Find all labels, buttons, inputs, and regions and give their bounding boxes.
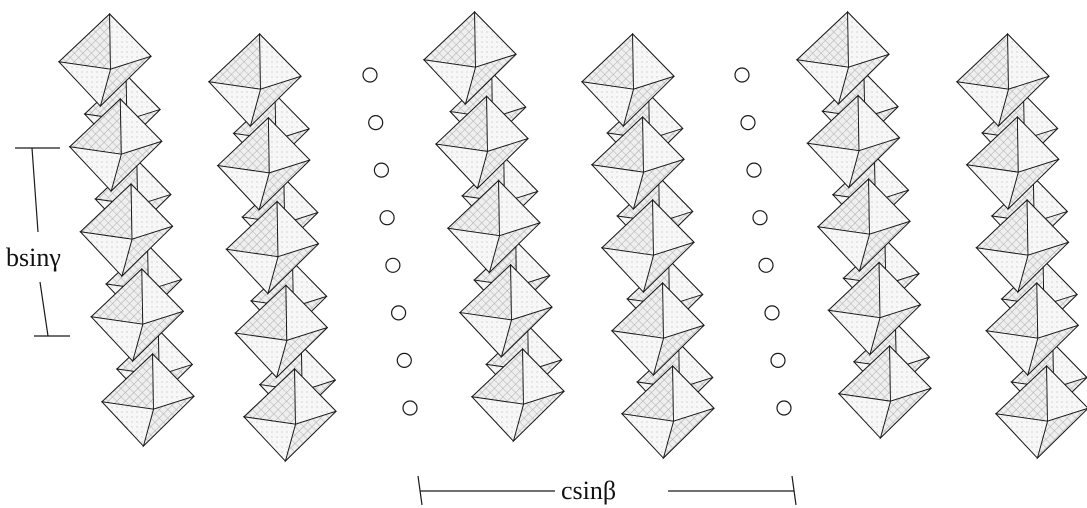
interlayer-atom bbox=[373, 162, 389, 178]
interlayer-atom bbox=[752, 210, 768, 226]
interlayer-atom bbox=[740, 114, 756, 131]
octahedral-chain bbox=[580, 32, 715, 460]
interlayer-atom bbox=[746, 162, 762, 178]
octahedron-face bbox=[581, 32, 634, 90]
c-dimension-marker bbox=[417, 475, 797, 506]
octahedron-face bbox=[422, 59, 477, 105]
octahedron bbox=[580, 32, 675, 128]
interlayer-atoms bbox=[362, 67, 792, 416]
octahedron bbox=[68, 97, 163, 193]
octahedron-face bbox=[242, 416, 297, 462]
octahedral-chains bbox=[57, 10, 1087, 463]
octahedron-face bbox=[423, 10, 476, 68]
b-dimension-line-lower bbox=[39, 281, 49, 337]
octahedral-chain bbox=[207, 32, 337, 463]
octahedron bbox=[806, 94, 901, 189]
interlayer-atom bbox=[379, 210, 395, 226]
interlayer-atom bbox=[734, 67, 750, 83]
octahedron bbox=[434, 95, 529, 190]
octahedron-face bbox=[580, 81, 635, 127]
octahedron-face bbox=[816, 226, 871, 272]
octahedron-face bbox=[458, 311, 513, 358]
interlayer-atom-column bbox=[734, 67, 792, 416]
octahedron bbox=[590, 115, 685, 211]
interlayer-atom bbox=[770, 352, 786, 368]
octahedron-face bbox=[975, 247, 1029, 293]
octahedron-face bbox=[994, 413, 1049, 459]
interlayer-atom bbox=[396, 352, 412, 368]
interlayer-atom bbox=[362, 67, 378, 83]
octahedron bbox=[100, 352, 195, 448]
octahedron-face bbox=[208, 32, 261, 90]
interlayer-atom-column bbox=[362, 67, 418, 416]
octahedron bbox=[422, 10, 517, 106]
octahedron bbox=[994, 364, 1087, 460]
b-dimension-line-upper bbox=[31, 147, 39, 233]
interlayer-atom bbox=[776, 400, 792, 416]
octahedron bbox=[446, 179, 541, 274]
octahedron-face bbox=[446, 227, 501, 274]
b-dimension-marker bbox=[15, 147, 70, 337]
octahedral-chain bbox=[955, 32, 1087, 460]
octahedron bbox=[975, 198, 1070, 294]
octahedral-chain bbox=[795, 10, 932, 440]
octahedron-face bbox=[965, 164, 1019, 210]
octahedron bbox=[234, 284, 329, 379]
octahedron-face bbox=[837, 393, 892, 439]
octahedron-face bbox=[620, 413, 675, 459]
octahedron bbox=[816, 177, 911, 273]
b-dimension-label: bsinγ bbox=[6, 243, 61, 272]
interlayer-atom bbox=[758, 257, 774, 273]
octahedron-face bbox=[806, 142, 860, 189]
octahedron bbox=[610, 281, 705, 377]
interlayer-atom bbox=[391, 305, 407, 321]
octahedron-face bbox=[58, 12, 111, 70]
octahedron-face bbox=[470, 396, 525, 442]
octahedron-face bbox=[434, 143, 489, 190]
octahedron bbox=[827, 261, 922, 356]
octahedron bbox=[620, 364, 715, 460]
octahedron-face bbox=[216, 164, 270, 211]
octahedron bbox=[965, 115, 1060, 211]
octahedron bbox=[242, 367, 337, 463]
octahedron bbox=[57, 12, 152, 108]
octahedron-face bbox=[985, 330, 1039, 376]
octahedral-chain bbox=[57, 12, 195, 448]
octahedron bbox=[216, 116, 311, 212]
interlayer-atom bbox=[402, 400, 418, 416]
c-dimension-label: csinβ bbox=[561, 476, 616, 505]
octahedron-face bbox=[100, 401, 155, 447]
interlayer-atom bbox=[385, 257, 401, 273]
octahedron-face bbox=[956, 32, 1009, 90]
interlayer-atom bbox=[368, 114, 384, 131]
octahedron-face bbox=[234, 332, 288, 379]
octahedron-face bbox=[955, 81, 1010, 127]
interlayer-atom bbox=[764, 305, 780, 321]
octahedron bbox=[207, 32, 302, 128]
octahedron-face bbox=[600, 247, 655, 293]
octahedron-face bbox=[590, 164, 645, 210]
octahedron-face bbox=[795, 59, 850, 105]
octahedron-face bbox=[207, 81, 262, 127]
octahedron-face bbox=[610, 330, 665, 376]
octahedron-face bbox=[796, 10, 849, 68]
octahedron bbox=[985, 281, 1080, 377]
octahedron-face bbox=[827, 309, 881, 356]
octahedron-face bbox=[225, 248, 279, 295]
octahedron bbox=[470, 347, 565, 443]
octahedron bbox=[600, 198, 695, 294]
octahedron bbox=[90, 267, 185, 363]
octahedron-face bbox=[90, 316, 144, 362]
octahedron-face bbox=[79, 231, 133, 277]
octahedron bbox=[79, 182, 174, 278]
octahedron bbox=[837, 344, 932, 440]
octahedron bbox=[955, 32, 1050, 128]
octahedron bbox=[225, 200, 320, 295]
octahedron-face bbox=[57, 61, 112, 107]
octahedron bbox=[795, 10, 890, 106]
octahedral-chain bbox=[422, 10, 565, 443]
octahedron bbox=[458, 263, 553, 359]
octahedron-face bbox=[68, 146, 122, 192]
